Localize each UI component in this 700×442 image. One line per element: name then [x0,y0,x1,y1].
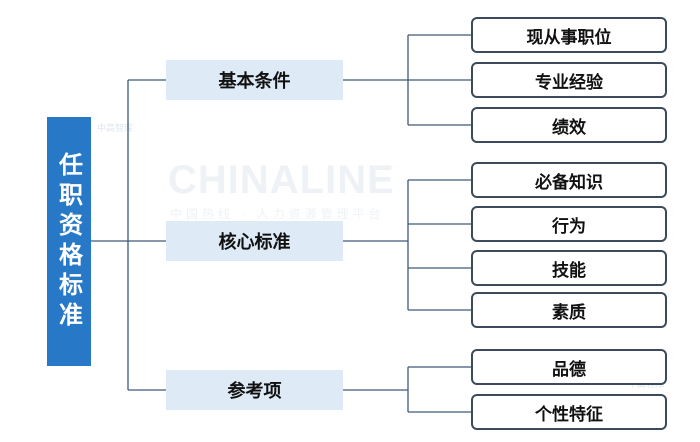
branch-label: 基本条件 [218,71,291,92]
leaf-label: 必备知识 [535,172,603,193]
leaf-label: 行为 [552,216,586,237]
branch-node-reference-items: 参考项 [166,370,343,410]
branch-label: 核心标准 [218,232,291,253]
leaf-label: 素质 [552,302,586,323]
leaf-node: 专业经验 [471,62,667,98]
root-node: 任职资格标准 [47,117,91,366]
leaf-node: 现从事职位 [471,17,667,53]
leaf-label: 绩效 [552,117,586,138]
watermark-subtext: 中国热线 · 人力资源管理平台 [170,207,385,221]
leaf-node: 个性特征 [471,394,667,430]
watermark-logo: 中高智库 [97,123,134,133]
branch-node-core-standards: 核心标准 [166,221,343,261]
leaf-node: 绩效 [471,107,667,143]
watermark-text: CHINALINE [168,158,395,202]
branch-node-basic-conditions: 基本条件 [166,60,343,100]
leaf-label: 现从事职位 [526,27,612,48]
root-label: 任职资格标准 [54,151,83,332]
leaf-label: 个性特征 [535,404,603,425]
leaf-node: 素质 [471,292,667,328]
leaf-node: 技能 [471,250,667,286]
leaf-node: 品德 [471,349,667,385]
leaf-node: 必备知识 [471,162,667,198]
branch-label: 参考项 [227,381,282,402]
leaf-label: 品德 [552,359,586,380]
leaf-label: 专业经验 [535,72,603,93]
leaf-label: 技能 [552,260,586,281]
leaf-node: 行为 [471,206,667,242]
